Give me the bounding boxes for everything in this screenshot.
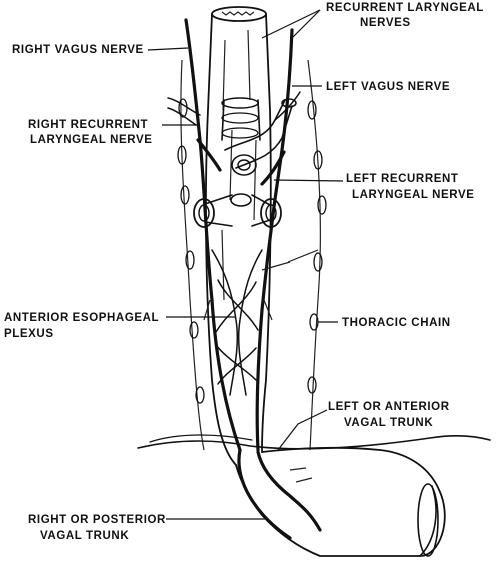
svg-text:LEFT VAGUS NERVE: LEFT VAGUS NERVE bbox=[326, 81, 450, 93]
label-right-or-posterior-vagal-trunk: RIGHT OR POSTERIOR VAGAL TRUNK bbox=[28, 514, 166, 542]
svg-text:LEFT OR ANTERIOR: LEFT OR ANTERIOR bbox=[328, 401, 450, 413]
svg-text:NERVES: NERVES bbox=[360, 17, 411, 29]
svg-text:LARYNGEAL NERVE: LARYNGEAL NERVE bbox=[352, 189, 475, 201]
label-left-or-anterior-vagal-trunk: LEFT OR ANTERIOR VAGAL TRUNK bbox=[328, 401, 450, 429]
label-recurrent-laryngeal-nerves: RECURRENT LARYNGEAL NERVES bbox=[326, 2, 484, 29]
svg-text:RIGHT RECURRENT: RIGHT RECURRENT bbox=[28, 119, 148, 131]
svg-text:RIGHT OR POSTERIOR: RIGHT OR POSTERIOR bbox=[28, 514, 166, 526]
esophageal-plexus bbox=[203, 249, 319, 396]
svg-text:ANTERIOR ESOPHAGEAL: ANTERIOR ESOPHAGEAL bbox=[4, 312, 159, 324]
svg-text:THORACIC CHAIN: THORACIC CHAIN bbox=[342, 317, 451, 329]
label-right-vagus-nerve: RIGHT VAGUS NERVE bbox=[12, 44, 144, 56]
trachea bbox=[221, 97, 261, 141]
esophagus bbox=[205, 6, 272, 466]
svg-text:VAGAL TRUNK: VAGAL TRUNK bbox=[40, 530, 129, 542]
label-anterior-esophageal-plexus: ANTERIOR ESOPHAGEAL PLEXUS bbox=[4, 312, 159, 340]
leader-lines bbox=[147, 9, 344, 520]
label-right-recurrent-laryngeal-nerve: RIGHT RECURRENT LARYNGEAL NERVE bbox=[28, 119, 153, 146]
stomach bbox=[235, 446, 446, 557]
svg-text:PLEXUS: PLEXUS bbox=[4, 328, 54, 340]
diaphragm bbox=[137, 434, 491, 450]
svg-text:LEFT RECURRENT: LEFT RECURRENT bbox=[346, 173, 459, 185]
svg-text:VAGAL TRUNK: VAGAL TRUNK bbox=[344, 417, 433, 429]
svg-text:RIGHT VAGUS NERVE: RIGHT VAGUS NERVE bbox=[12, 44, 144, 56]
left-thoracic-chain bbox=[307, 59, 327, 451]
right-thoracic-chain bbox=[177, 59, 205, 451]
svg-text:LARYNGEAL NERVE: LARYNGEAL NERVE bbox=[30, 134, 153, 146]
vagus-nerves bbox=[184, 18, 294, 452]
label-left-recurrent-laryngeal-nerve: LEFT RECURRENT LARYNGEAL NERVE bbox=[346, 173, 475, 201]
label-left-vagus-nerve: LEFT VAGUS NERVE bbox=[326, 81, 450, 93]
svg-text:RECURRENT LARYNGEAL: RECURRENT LARYNGEAL bbox=[326, 2, 484, 14]
label-thoracic-chain: THORACIC CHAIN bbox=[342, 317, 451, 329]
